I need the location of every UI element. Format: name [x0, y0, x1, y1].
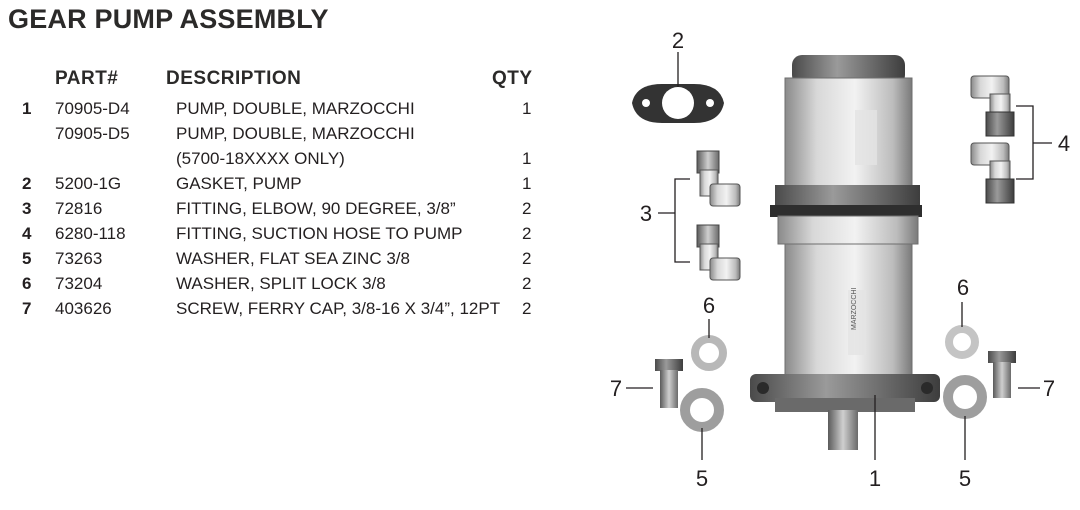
part-qty: 1 — [522, 174, 532, 193]
leader-lines — [626, 52, 1052, 460]
pump-label: MARZOCCHI — [851, 288, 858, 330]
suction-fitting-image — [970, 142, 1015, 204]
callout-label: 6 — [957, 275, 969, 300]
part-description: WASHER, FLAT SEA ZINC 3/8 — [176, 249, 410, 268]
gasket-image — [632, 84, 724, 123]
table-row: 4 6280-118 FITTING, SUCTION HOSE TO PUMP… — [0, 224, 560, 249]
part-description: WASHER, SPLIT LOCK 3/8 — [176, 274, 386, 293]
part-description: GASKET, PUMP — [176, 174, 302, 193]
page-title: GEAR PUMP ASSEMBLY — [8, 4, 329, 34]
screw-image — [988, 351, 1016, 398]
item-number: 4 — [22, 224, 32, 243]
callout-label: 7 — [1043, 376, 1055, 401]
part-number: 73263 — [55, 249, 103, 268]
description-column-header: DESCRIPTION — [166, 68, 302, 89]
callout-label: 5 — [696, 466, 708, 491]
table-row: 7 403626 SCREW, FERRY CAP, 3/8-16 X 3/4”… — [0, 299, 560, 324]
part-number: 70905-D4 — [55, 99, 130, 118]
table-row: 5 73263 WASHER, FLAT SEA ZINC 3/8 2 — [0, 249, 560, 274]
item-number: 5 — [22, 249, 32, 268]
part-qty: 2 — [522, 249, 532, 268]
part-qty: 2 — [522, 199, 532, 218]
callout-label: 6 — [703, 293, 715, 318]
callout-label: 5 — [959, 466, 971, 491]
item-number: 7 — [22, 299, 32, 318]
callout-label: 2 — [672, 28, 684, 53]
elbow-fitting-image — [696, 150, 741, 207]
screw-image — [655, 359, 683, 408]
exploded-parts-diagram: MARZOCCHI — [610, 28, 1070, 491]
part-qty: 1 — [522, 149, 532, 168]
part-number: 73204 — [55, 274, 103, 293]
part-qty: 2 — [522, 299, 532, 318]
flat-washer-image — [943, 375, 987, 419]
part-qty: 2 — [522, 224, 532, 243]
part-number: 6280-118 — [55, 224, 126, 243]
part-qty: 1 — [522, 99, 532, 118]
part-number: 72816 — [55, 199, 103, 218]
table-row: 70905-D5 PUMP, DOUBLE, MARZOCCHI — [0, 124, 560, 149]
item-number: 3 — [22, 199, 32, 218]
part-description: SCREW, FERRY CAP, 3/8-16 X 3/4”, 12PT — [176, 299, 501, 318]
suction-fitting-image — [970, 75, 1015, 137]
part-description: (5700-18XXXX ONLY) — [176, 149, 345, 168]
part-description: FITTING, SUCTION HOSE TO PUMP — [176, 224, 463, 243]
callout-label: 3 — [640, 201, 652, 226]
part-column-header: PART# — [55, 68, 119, 89]
item-number: 2 — [22, 174, 32, 193]
lock-washer-image — [945, 325, 979, 359]
callout-label: 4 — [1058, 131, 1070, 156]
part-number: 403626 — [55, 299, 112, 318]
table-row: 3 72816 FITTING, ELBOW, 90 DEGREE, 3/8” … — [0, 199, 560, 224]
part-number: 5200-1G — [55, 174, 122, 193]
elbow-fitting-image — [696, 224, 741, 281]
parts-table: 1 70905-D4 PUMP, DOUBLE, MARZOCCHI 1 709… — [0, 99, 560, 324]
gear-pump-image: MARZOCCHI — [750, 55, 940, 450]
part-qty: 2 — [522, 274, 532, 293]
callout-label: 1 — [869, 466, 881, 491]
item-number: 6 — [22, 274, 32, 293]
callout-label: 7 — [610, 376, 622, 401]
part-description: PUMP, DOUBLE, MARZOCCHI — [176, 124, 415, 143]
flat-washer-image — [680, 388, 724, 432]
table-row: 6 73204 WASHER, SPLIT LOCK 3/8 2 — [0, 274, 560, 299]
table-row: 2 5200-1G GASKET, PUMP 1 — [0, 174, 560, 199]
table-row: (5700-18XXXX ONLY) 1 — [0, 149, 560, 174]
part-description: FITTING, ELBOW, 90 DEGREE, 3/8” — [176, 199, 456, 218]
item-number: 1 — [22, 99, 32, 118]
lock-washer-image — [691, 335, 727, 371]
table-row: 1 70905-D4 PUMP, DOUBLE, MARZOCCHI 1 — [0, 99, 560, 124]
part-description: PUMP, DOUBLE, MARZOCCHI — [176, 99, 415, 118]
part-number: 70905-D5 — [55, 124, 130, 143]
qty-column-header: QTY — [492, 68, 533, 89]
